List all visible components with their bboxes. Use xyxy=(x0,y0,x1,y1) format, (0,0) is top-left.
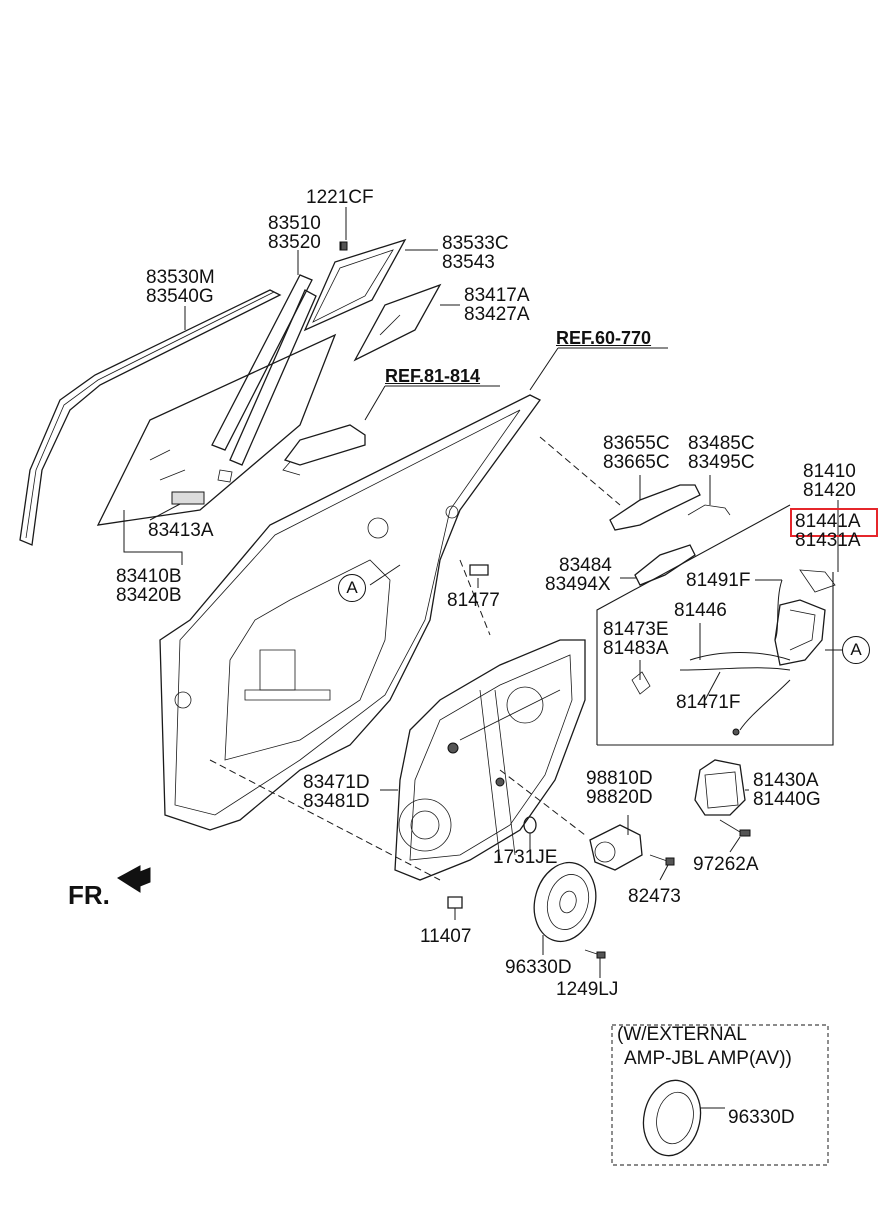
label-83543: 83543 xyxy=(442,252,495,273)
label-ext-line1: (W/EXTERNAL xyxy=(617,1024,747,1045)
label-11407: 11407 xyxy=(420,926,472,947)
door-speaker xyxy=(533,861,606,959)
label-81430a: 81430A xyxy=(753,770,819,791)
label-81471f: 81471F xyxy=(676,692,741,713)
label-1731je: 1731JE xyxy=(493,847,558,868)
label-front: FR. xyxy=(68,880,110,910)
label-83540g: 83540G xyxy=(146,286,214,307)
quarter-frame xyxy=(303,238,407,332)
label-83420b: 83420B xyxy=(116,585,182,606)
window-regulator xyxy=(394,639,586,881)
label-81431a: 81431A xyxy=(795,530,861,551)
label-83471d: 83471D xyxy=(303,772,370,793)
quarter-glass xyxy=(353,283,442,362)
label-96330d: 96330D xyxy=(505,957,572,978)
label-98820d: 98820D xyxy=(586,787,653,808)
leader-lines xyxy=(123,207,843,978)
label-83655c: 83655C xyxy=(603,433,670,454)
label-ext-96330d: 96330D xyxy=(728,1107,795,1128)
channel-strip xyxy=(211,274,317,483)
label-81440g: 81440G xyxy=(753,789,821,810)
circle-a-left: A xyxy=(338,574,366,602)
label-ref-81-814[interactable]: REF.81-814 xyxy=(385,366,481,386)
front-arrow xyxy=(117,865,151,893)
label-83484: 83484 xyxy=(559,555,612,576)
door-glass xyxy=(96,333,337,526)
label-83495c: 83495C xyxy=(688,452,755,473)
label-83530m: 83530M xyxy=(146,267,215,288)
label-81441a[interactable]: 81441A xyxy=(795,511,861,532)
label-97262a: 97262A xyxy=(693,854,759,875)
regulator-motor xyxy=(589,824,675,871)
label-81420: 81420 xyxy=(803,480,856,501)
label-83510: 83510 xyxy=(268,213,321,234)
label-1221cf: 1221CF xyxy=(306,187,374,208)
label-83533c: 83533C xyxy=(442,233,509,254)
label-81446: 81446 xyxy=(674,600,727,621)
label-83481d: 83481D xyxy=(303,791,370,812)
label-ref-60-770[interactable]: REF.60-770 xyxy=(556,328,652,348)
reference-lines xyxy=(209,436,621,881)
label-81477: 81477 xyxy=(447,590,500,611)
outside-handle xyxy=(282,424,366,476)
label-83665c: 83665C xyxy=(603,452,670,473)
label-83410b: 83410B xyxy=(116,566,182,587)
latch-box xyxy=(596,504,834,746)
label-83494x: 83494X xyxy=(545,574,611,595)
label-98810d: 98810D xyxy=(586,768,653,789)
door-run-channel xyxy=(19,289,282,546)
label-83485c: 83485C xyxy=(688,433,755,454)
cable-upper xyxy=(609,484,731,586)
external-amp-box xyxy=(611,1024,829,1166)
circle-a-right: A xyxy=(842,636,870,664)
label-1249lj: 1249LJ xyxy=(556,979,619,1000)
label-81410: 81410 xyxy=(803,461,856,482)
door-inner-panel xyxy=(159,394,541,831)
label-83413a: 83413A xyxy=(148,520,214,541)
highlight-81441a xyxy=(790,508,878,537)
fasteners xyxy=(171,241,537,909)
label-83520: 83520 xyxy=(268,232,321,253)
label-83417a: 83417A xyxy=(464,285,530,306)
label-82473: 82473 xyxy=(628,886,681,907)
latch-81430a xyxy=(694,759,751,837)
label-ext-line2: AMP-JBL AMP(AV)) xyxy=(624,1048,792,1069)
label-83427a: 83427A xyxy=(464,304,530,325)
label-81483a: 81483A xyxy=(603,638,669,659)
label-81491f: 81491F xyxy=(686,570,751,591)
label-81473e: 81473E xyxy=(603,619,669,640)
